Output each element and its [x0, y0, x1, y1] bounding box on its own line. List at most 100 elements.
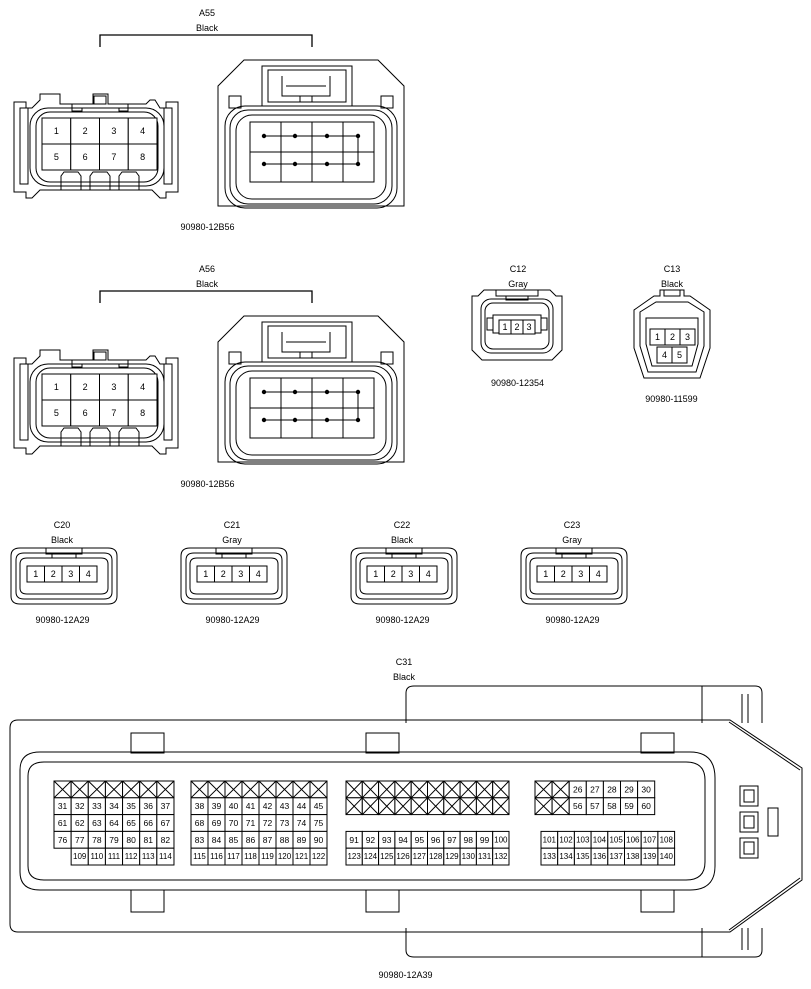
a55-pin-label: 3	[111, 126, 116, 136]
c21-color: Gray	[222, 535, 242, 545]
c31-blank-cavity	[207, 780, 226, 799]
c31-pin-label: 37	[161, 801, 171, 811]
c31-pin-label: 129	[445, 852, 459, 861]
c31-blank-cavity	[53, 780, 72, 799]
c31-pin-label: 32	[75, 801, 85, 811]
c31-blank-cavity	[427, 797, 445, 815]
c31-color: Black	[392, 672, 415, 682]
c31-blank-cavity	[394, 780, 412, 799]
c31-pin-label: 42	[263, 801, 273, 811]
c31-pin-label: 122	[312, 852, 326, 861]
c31-blank-cavity	[122, 780, 141, 799]
c12-pin-label: 1	[502, 322, 507, 332]
c22-color: Black	[390, 535, 413, 545]
c31-blank-cavity	[190, 780, 209, 799]
c20-pin-label: 1	[33, 569, 38, 579]
a56-bracket	[99, 290, 313, 303]
c31-blank-cavity	[459, 780, 477, 799]
c31-pin-label: 113	[142, 852, 155, 861]
c31-pin-label: 140	[660, 852, 674, 861]
c31-pin-label: 27	[590, 784, 600, 794]
c22-part: 90980-12A29	[375, 615, 430, 625]
c31-pin-label: 136	[593, 852, 607, 861]
c13-pin-label: 4	[662, 350, 667, 360]
a56-pin-label: 6	[83, 408, 88, 418]
c31-blank-cavity	[345, 780, 363, 799]
c21-pin-label: 1	[203, 569, 208, 579]
c31-pin-label: 119	[261, 852, 274, 861]
c31-pin-label: 58	[607, 801, 617, 811]
a56-pin-label: 4	[140, 382, 145, 392]
c31-pin-label: 74	[297, 818, 307, 828]
c31-pin-label: 73	[280, 818, 290, 828]
c23-pin-label: 2	[561, 569, 566, 579]
c31-blank-cavity	[139, 780, 158, 799]
c20-pin-label: 2	[51, 569, 56, 579]
a56-pin-cell	[70, 373, 100, 401]
c13-pin-label: 3	[685, 332, 690, 342]
c31-pin-label: 65	[126, 818, 136, 828]
c12-pin-label: 2	[514, 322, 519, 332]
a55-pin-label: 6	[83, 152, 88, 162]
c31-pin-label: 94	[398, 835, 408, 845]
c21-name: C21	[223, 520, 241, 530]
a55-pin-cell	[99, 117, 129, 145]
c31-pin-label: 123	[347, 852, 361, 861]
c21-pin-label: 2	[221, 569, 226, 579]
a56-name: A56	[198, 264, 215, 274]
c31-pin-label: 81	[144, 835, 154, 845]
c31-blank-cavity	[309, 780, 328, 799]
a55-pin-label: 8	[140, 152, 145, 162]
c22-name: C22	[393, 520, 411, 530]
a56-female-view	[13, 349, 179, 455]
c31-pin-label: 66	[144, 818, 154, 828]
c23-pin-label: 4	[596, 569, 601, 579]
c31-pin-label: 105	[609, 835, 623, 844]
c13-pin-label: 2	[670, 332, 675, 342]
c12-connector	[471, 289, 563, 361]
c31-pin-label: 134	[559, 852, 573, 861]
c31-pin-label: 127	[413, 852, 427, 861]
c31-pin-label: 131	[478, 852, 492, 861]
c31-pin-label: 120	[278, 852, 292, 861]
c31-pin-label: 78	[92, 835, 102, 845]
c13-connector	[633, 289, 711, 379]
a55-pin-label: 4	[140, 126, 145, 136]
a56-pin-cell	[127, 373, 158, 401]
c31-pin-label: 67	[161, 818, 171, 828]
c13-pin-cell	[671, 346, 688, 364]
c31-pin-label: 117	[227, 852, 240, 861]
c31-pin-label: 45	[314, 801, 324, 811]
c31-pin-label: 109	[73, 852, 87, 861]
a55-name: A55	[198, 8, 215, 18]
c31-pin-cell	[492, 847, 510, 866]
c31-pin-label: 33	[92, 801, 102, 811]
c31-pin-label: 132	[494, 852, 508, 861]
c31-pin-cell	[156, 847, 175, 866]
a55-pin-label: 1	[54, 126, 59, 136]
a55-pin-cell	[70, 143, 100, 171]
c31-pin-label: 124	[364, 852, 378, 861]
c31-pin-label: 115	[193, 852, 206, 861]
c31-pin-label: 39	[212, 801, 222, 811]
c31-pin-label: 111	[108, 852, 121, 861]
c12-pin-label: 3	[526, 322, 531, 332]
c13-pin-label: 5	[677, 350, 682, 360]
c31-blank-cavity	[443, 797, 461, 815]
c31-pin-label: 68	[195, 818, 205, 828]
c31-pin-label: 59	[624, 801, 634, 811]
c13-pin-cell	[679, 328, 696, 346]
c31-pin-label: 92	[366, 835, 376, 845]
c31-pin-label: 128	[429, 852, 443, 861]
a56-pin-cell	[41, 399, 72, 427]
c31-pin-label: 91	[349, 835, 359, 845]
c31-pin-label: 57	[590, 801, 600, 811]
c31-pin-cell	[657, 847, 676, 866]
